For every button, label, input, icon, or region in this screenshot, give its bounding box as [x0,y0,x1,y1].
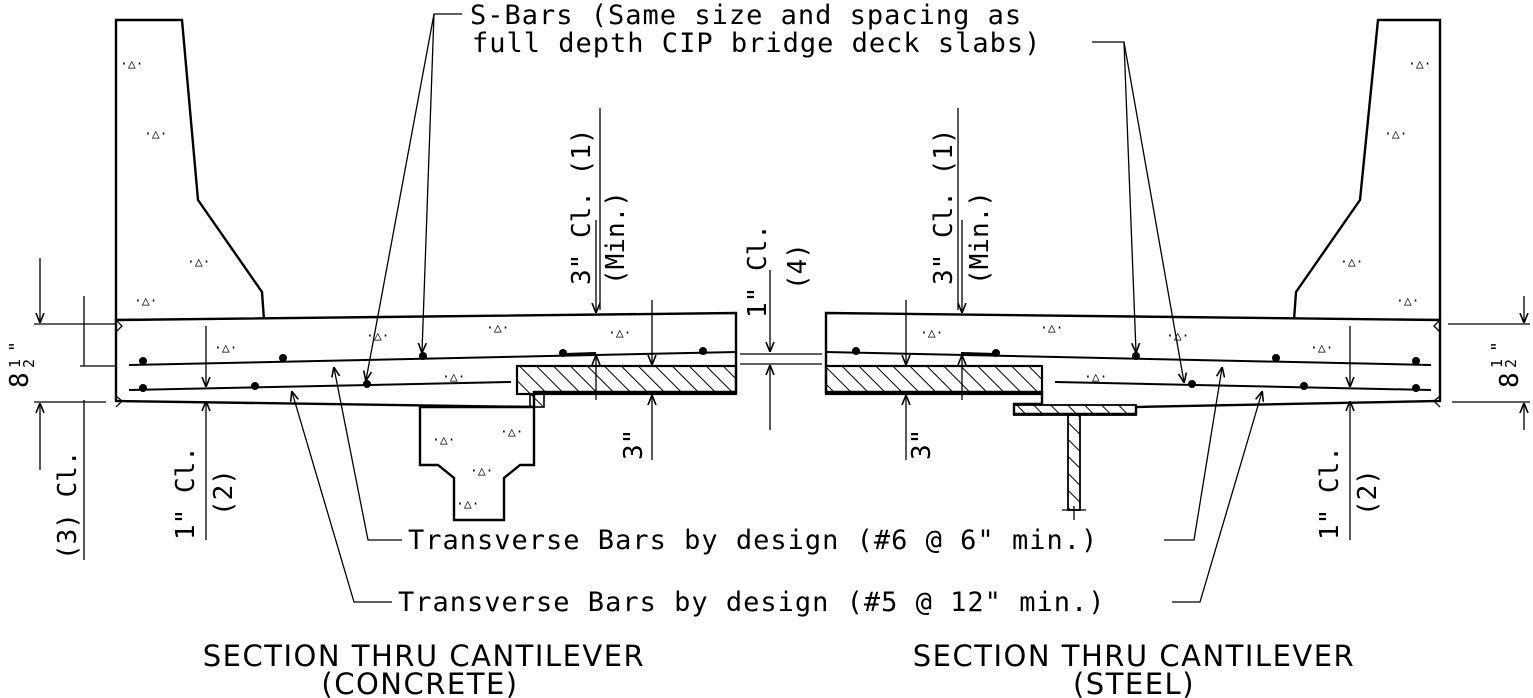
rebar-dot [1412,357,1420,365]
transverse-bars-top-label: Transverse Bars by design (#6 @ 6" min.) [408,525,1098,556]
left-depth-inch: " [6,341,27,352]
right-bottom-transverse-bar [1054,380,1432,392]
aggregate-symbol: ·△· [134,294,157,309]
rebar-dot [279,354,287,362]
aggregate-symbol: ·△· [456,497,479,512]
right-min-text: (Min.) [965,191,995,285]
rebar-dot [1188,380,1196,388]
rebar-dot [419,352,427,360]
left-min-text: (Min.) [601,191,631,285]
rebar-dot [1132,352,1140,360]
rebar-dot [251,382,259,390]
rebar-dot [699,347,707,355]
aggregate-symbol: ·△· [366,329,389,344]
rebar-dot [852,347,860,355]
aggregate-symbol: ·△· [1384,127,1407,142]
left-top-clearance-text: 3" Cl. (1) [567,128,597,285]
right-top-transverse-bar [824,350,1432,367]
s-bars-label-line1: S-Bars (Same size and spacing as [470,0,1022,31]
center-clearance-text: 1" Cl. [743,224,773,318]
left-top-clearance-dim [596,108,600,400]
right-bottom-clearance-text: 1" Cl. [1315,446,1345,540]
transverse-bars-bottom-label: Transverse Bars by design (#5 @ 12" min.… [398,587,1105,618]
left-depth-dim [34,258,116,560]
right-precast-panel [824,364,1044,396]
aggregate-symbol: ·△· [486,321,509,336]
right-panel-thickness: 3" [907,429,937,460]
right-section-steel: ·△· ·△· ·△· ·△· ·△· ·△· ·△· ·△· ·△· [824,18,1442,520]
aggregate-symbol: ·△· [1408,57,1431,72]
right-break-symbol [1433,319,1441,408]
rebar-dot [992,349,1000,357]
left-bottom-transverse-bar [128,380,512,392]
rebar-dot [1272,354,1280,362]
right-web-break [1062,506,1086,520]
left-bearing-strip [529,393,545,408]
aggregate-symbol: ·△· [120,57,143,72]
aggregate-symbol: ·△· [470,464,493,479]
left-depth-frac-num: 1 [6,359,24,368]
left-top-transverse-bar [128,350,738,367]
s-bars-leaders [366,13,1184,382]
aggregate-symbol: ·△· [144,127,167,142]
left-title-line1: SECTION THRU CANTILEVER [203,639,645,673]
right-top-clearance-dim [958,108,962,400]
left-panel-thickness: 3" [619,429,649,460]
left-panel-dim [640,300,664,460]
right-title-line1: SECTION THRU CANTILEVER [913,639,1355,673]
aggregate-symbol: ·△· [214,341,237,356]
left-break-symbol [115,319,123,408]
aggregate-symbol: ·△· [442,370,465,385]
rebar-dot [1412,384,1420,392]
left-title-line2: (CONCRETE) [321,667,518,698]
right-depth-whole: 8 [1495,372,1525,388]
aggregate-symbol: ·△· [1040,321,1063,336]
transverse-leaders [292,368,1262,603]
right-title-line2: (STEEL) [1073,667,1195,698]
left-bottom-clearance-text: 1" Cl. [171,446,201,540]
aggregate-symbol: ·△· [608,326,631,341]
right-depth-frac-num: 1 [1488,359,1506,368]
rebar-dot [559,349,567,357]
aggregate-symbol: ·△· [432,433,455,448]
right-top-flange [1013,404,1137,416]
aggregate-symbol: ·△· [187,255,210,270]
left-precast-panel [515,364,738,396]
left-girder [418,405,536,522]
right-depth-frac-den: 2 [1502,359,1520,368]
right-bottom-note-text: (2) [1353,469,1383,516]
center-note-text: (4) [783,243,813,290]
rebar-dot [139,384,147,392]
left-edge-clearance-text: (3) Cl. [53,450,83,560]
left-section-concrete: ·△· ·△· ·△· ·△· ·△· ·△· ·△· ·△· ·△· ·△· … [114,18,738,522]
aggregate-symbol: ·△· [1084,370,1107,385]
right-girder-web [1067,414,1081,511]
rebar-dot [1300,382,1308,390]
center-clearance-dim [740,270,822,430]
rebar-dot [139,357,147,365]
s-bars-label-line2: full depth CIP bridge deck slabs) [472,28,1041,59]
aggregate-symbol: ·△· [920,326,943,341]
left-bottom-note-text: (2) [209,469,239,516]
right-s-bar [960,351,997,356]
aggregate-symbol: ·△· [1166,329,1189,344]
aggregate-symbol: ·△· [1340,255,1363,270]
left-s-bar [563,351,597,356]
right-depth-inch: " [1488,341,1509,352]
aggregate-symbol: ·△· [1396,294,1419,309]
aggregate-symbol: ·△· [1310,341,1333,356]
left-depth-whole: 8 [5,372,35,388]
right-top-clearance-text: 3" Cl. (1) [929,128,959,285]
aggregate-symbol: ·△· [500,425,523,440]
left-depth-frac-den: 2 [20,359,38,368]
rebar-dot [363,380,371,388]
right-depth-dim [1448,296,1530,430]
